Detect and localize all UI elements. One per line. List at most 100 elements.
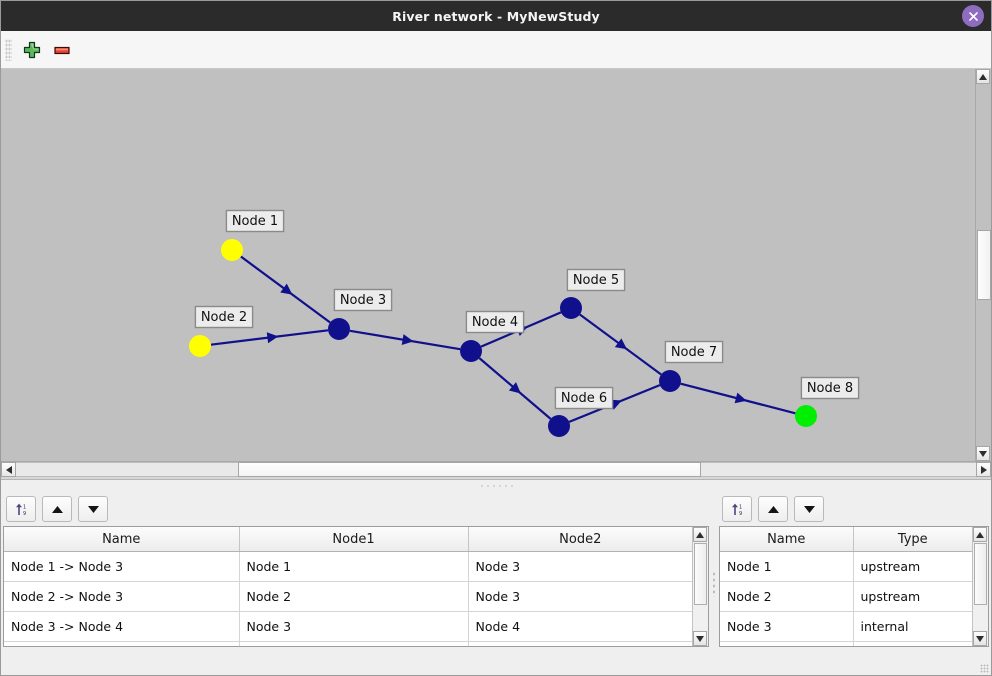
graph-nodes-layer: [189, 239, 817, 437]
table-cell[interactable]: Node 2: [239, 581, 469, 612]
nodes-scroll-down-icon[interactable]: [973, 631, 987, 646]
nodes-column-header[interactable]: Name: [720, 527, 854, 552]
graph-hscroll-thumb[interactable]: [238, 462, 701, 477]
table-cell[interactable]: Node 4: [468, 611, 692, 642]
graph-node-label[interactable]: Node 7: [664, 340, 724, 364]
graph-node-label[interactable]: Node 2: [194, 305, 254, 329]
table-cell[interactable]: Node 1 -> Node 3: [4, 551, 240, 582]
nodes-table-vertical-scrollbar[interactable]: [972, 527, 988, 646]
nodes-move-up-button[interactable]: [758, 496, 788, 522]
nodes-column-header[interactable]: Type: [853, 527, 972, 552]
network-graph[interactable]: Node 1 Node 2 Node 3 Node 4 Node 5 Node 6 Node…: [1, 69, 977, 461]
graph-node[interactable]: [189, 335, 211, 357]
table-cell[interactable]: internal: [853, 641, 972, 646]
graph-vertical-scrollbar[interactable]: [975, 69, 991, 461]
graph-edges-layer: [210, 255, 796, 423]
graph-node[interactable]: [560, 297, 582, 319]
svg-text:9: 9: [23, 511, 26, 517]
nodes-sort-button[interactable]: 1 9: [722, 496, 752, 522]
reaches-column-header[interactable]: Node2: [468, 527, 692, 552]
reaches-table-vertical-scrollbar[interactable]: [692, 527, 708, 646]
graph-edge-arrow-icon: [508, 382, 521, 394]
vertical-splitter[interactable]: [711, 492, 717, 675]
graph-node-label[interactable]: Node 4: [465, 310, 525, 334]
horizontal-splitter[interactable]: [1, 480, 991, 492]
vertical-splitter-grip: [712, 570, 716, 597]
graph-node-label[interactable]: Node 5: [566, 268, 626, 292]
table-cell[interactable]: internal: [853, 611, 972, 642]
network-graph-canvas[interactable]: Node 1 Node 2 Node 3 Node 4 Node 5 Node 6 Node…: [1, 69, 991, 462]
resize-grip[interactable]: [980, 664, 989, 673]
table-cell[interactable]: Node 3: [468, 551, 692, 582]
graph-horizontal-scrollbar[interactable]: [1, 462, 991, 480]
reaches-move-up-button[interactable]: [42, 496, 72, 522]
graph-node[interactable]: [548, 415, 570, 437]
nodes-vscroll-thumb[interactable]: [974, 543, 987, 605]
splitter-grip: [479, 484, 513, 488]
reaches-vscroll-thumb[interactable]: [694, 543, 707, 605]
table-cell[interactable]: Node 4: [239, 641, 469, 646]
nodes-scroll-up-icon[interactable]: [973, 527, 987, 542]
table-row[interactable]: Node 4internal: [720, 641, 972, 646]
add-node-button[interactable]: [17, 35, 47, 65]
nodes-move-down-button[interactable]: [794, 496, 824, 522]
close-icon[interactable]: [962, 5, 984, 27]
graph-node-label-box: [554, 386, 614, 410]
table-cell[interactable]: Node 3: [468, 581, 692, 612]
graph-node[interactable]: [460, 340, 482, 362]
graph-node[interactable]: [221, 239, 243, 261]
graph-node-label[interactable]: Node 3: [333, 288, 393, 312]
nodes-pane: 1 9: [717, 492, 991, 675]
graph-node[interactable]: [659, 370, 681, 392]
graph-node[interactable]: [795, 405, 817, 427]
table-cell[interactable]: Node 3: [720, 611, 854, 642]
table-cell[interactable]: Node 4: [720, 641, 854, 646]
sort-ascending-icon: 1 9: [731, 503, 742, 517]
table-cell[interactable]: Node 3 -> Node 4: [4, 611, 240, 642]
graph-vscroll-thumb[interactable]: [977, 230, 991, 300]
triangle-down-icon: [803, 505, 815, 513]
reaches-statusbar: [1, 647, 711, 675]
reaches-scroll-down-icon[interactable]: [693, 631, 707, 646]
reaches-sort-button[interactable]: 1 9: [6, 496, 36, 522]
table-cell[interactable]: Node 3: [239, 611, 469, 642]
graph-node-label[interactable]: Node 6: [554, 386, 614, 410]
scroll-left-icon[interactable]: [1, 462, 16, 477]
reaches-column-header[interactable]: Name: [4, 527, 240, 552]
scroll-down-icon[interactable]: [976, 446, 990, 461]
reaches-move-down-button[interactable]: [78, 496, 108, 522]
scroll-right-icon[interactable]: [976, 462, 991, 477]
reaches-toolbar: 1 9: [1, 492, 711, 526]
scroll-up-icon[interactable]: [976, 69, 990, 84]
red-minus-icon: [54, 46, 70, 54]
table-cell[interactable]: upstream: [853, 551, 972, 582]
table-cell[interactable]: Node 2: [720, 581, 854, 612]
table-cell[interactable]: upstream: [853, 581, 972, 612]
graph-node-label[interactable]: Node 1: [225, 209, 285, 233]
table-cell[interactable]: Node 1: [239, 551, 469, 582]
table-cell[interactable]: Node 1: [720, 551, 854, 582]
table-cell[interactable]: Node 2 -> Node 3: [4, 581, 240, 612]
graph-node-label[interactable]: Node 8: [800, 376, 860, 400]
reaches-scroll-up-icon[interactable]: [693, 527, 707, 542]
table-cell[interactable]: Node 4 -> Node 5: [4, 641, 240, 646]
remove-node-button[interactable]: [47, 35, 77, 65]
graph-node[interactable]: [328, 318, 350, 340]
reaches-column-header[interactable]: Node1: [239, 527, 469, 552]
table-cell[interactable]: Node 5: [468, 641, 692, 646]
graph-node-label-box: [194, 305, 254, 329]
toolbar-grip[interactable]: [5, 38, 12, 61]
